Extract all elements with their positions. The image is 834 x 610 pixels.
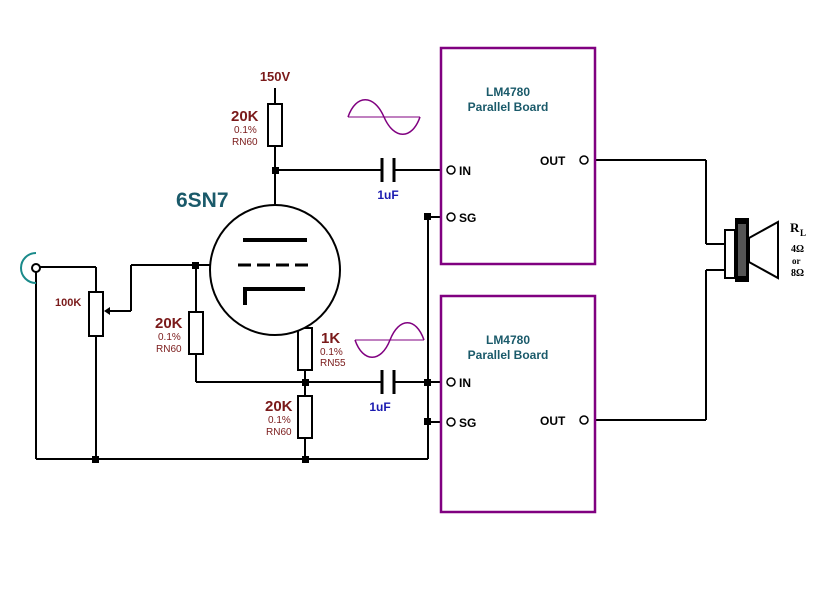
load-imp-8: 8Ω (791, 268, 804, 279)
board-top-sg: SG (459, 211, 476, 225)
board-bottom (439, 294, 597, 514)
r-grid-value: 20K (155, 315, 183, 332)
load-r-sub: L (800, 228, 806, 238)
resistor-plate (267, 103, 283, 147)
junction-dots (92, 167, 431, 463)
resistor-cathode (297, 327, 313, 371)
input-jack (20, 252, 41, 284)
board-top-title: LM4780 (486, 85, 530, 99)
r-input-value: 100K (55, 297, 81, 309)
board-top-out: OUT (540, 154, 566, 168)
resistors (88, 103, 313, 439)
r-grid-type: RN60 (156, 344, 182, 355)
resistor-input-wiper (104, 307, 110, 315)
r-bottom-value: 20K (265, 398, 293, 415)
tube-label: 6SN7 (176, 189, 229, 212)
vacuum-tube (209, 204, 341, 336)
supply-label: 150V (260, 69, 291, 84)
load-r: R (790, 220, 800, 235)
cap-top-label: 1uF (377, 188, 398, 202)
board-bottom-subtitle: Parallel Board (468, 348, 549, 362)
board-bottom-in: IN (459, 376, 471, 390)
board-bottom-sg: SG (459, 416, 476, 430)
r-bottom-tol: 0.1% (268, 415, 291, 426)
load-imp-4: 4Ω (791, 244, 804, 255)
resistor-input (88, 291, 104, 337)
sine-waves (347, 99, 425, 358)
board-bottom-title: LM4780 (486, 333, 530, 347)
tube-cathode (243, 287, 305, 305)
resistor-bottom (297, 395, 313, 439)
sine-bottom-wave (354, 322, 425, 358)
board-top-subtitle: Parallel Board (468, 100, 549, 114)
r-cathode-value: 1K (321, 330, 340, 347)
sine-top-wave (347, 99, 421, 135)
board-top-in: IN (459, 164, 471, 178)
r-bottom-type: RN60 (266, 427, 292, 438)
r-cathode-type: RN55 (320, 358, 346, 369)
load-or: or (792, 256, 801, 266)
speaker-icon (724, 218, 779, 282)
r-plate-type: RN60 (232, 137, 258, 148)
r-cathode-tol: 0.1% (320, 347, 343, 358)
r-plate-tol: 0.1% (234, 125, 257, 136)
cap-bottom-label: 1uF (369, 400, 390, 414)
r-grid-tol: 0.1% (158, 332, 181, 343)
resistor-grid (188, 311, 204, 355)
board-bottom-out: OUT (540, 414, 566, 428)
board-top (439, 46, 597, 266)
r-plate-value: 20K (231, 108, 259, 125)
capacitors (380, 158, 396, 394)
